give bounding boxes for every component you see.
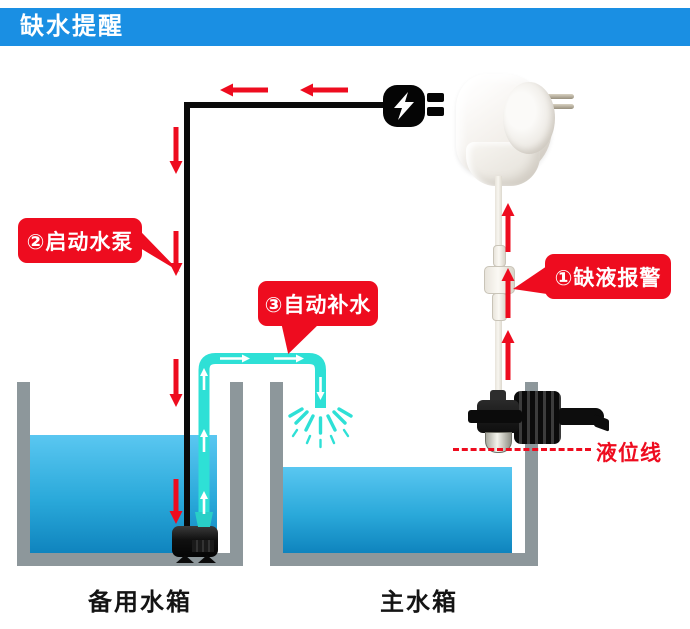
pump-suction-foot — [198, 555, 216, 563]
backup-tank-label: 备用水箱 — [88, 589, 192, 616]
power-plug-icon — [383, 85, 425, 127]
wall-socket-plug-face — [503, 82, 555, 154]
callout-pump-start: ②启动水泵 — [18, 218, 142, 263]
float-sensor-arm — [559, 408, 604, 425]
socket-pin-icon — [548, 104, 574, 109]
float-sensor-arm-hook — [594, 414, 609, 432]
plug-prong-icon — [427, 93, 444, 102]
main-tank-label: 主水箱 — [380, 589, 458, 616]
float-sensor-bracket — [468, 410, 522, 423]
main-tank-water — [283, 467, 512, 553]
liquid-level-label: 液位线 — [596, 442, 662, 465]
callout-pump-start-tail — [138, 228, 180, 272]
cord-connector — [484, 266, 515, 294]
header-bar: 缺水提醒 — [0, 8, 690, 46]
liquid-level-dashed-line — [453, 448, 591, 451]
callout-auto-refill-tail — [281, 322, 321, 354]
callout-auto-refill: ③自动补水 — [258, 281, 378, 326]
callout-liquid-alarm-tail — [513, 266, 547, 294]
float-sensor-probe — [485, 432, 512, 453]
callout-pump-start-label: ②启动水泵 — [26, 230, 134, 254]
callout-liquid-alarm-label: ①缺液报警 — [554, 266, 662, 290]
plug-prong-icon — [427, 107, 444, 116]
pump-suction-foot — [176, 555, 194, 563]
callout-liquid-alarm: ①缺液报警 — [545, 254, 671, 299]
socket-pin-icon — [548, 94, 574, 99]
cord-connector — [493, 245, 506, 267]
lightning-bolt-icon — [394, 92, 414, 120]
callout-auto-refill-label: ③自动补水 — [264, 293, 372, 317]
cord-connector — [492, 293, 507, 321]
pump-vent — [192, 540, 214, 552]
page-title: 缺水提醒 — [20, 13, 124, 40]
power-cable-horizontal — [184, 102, 386, 108]
float-sensor-nub — [490, 390, 506, 403]
power-cable-vertical — [184, 102, 190, 532]
